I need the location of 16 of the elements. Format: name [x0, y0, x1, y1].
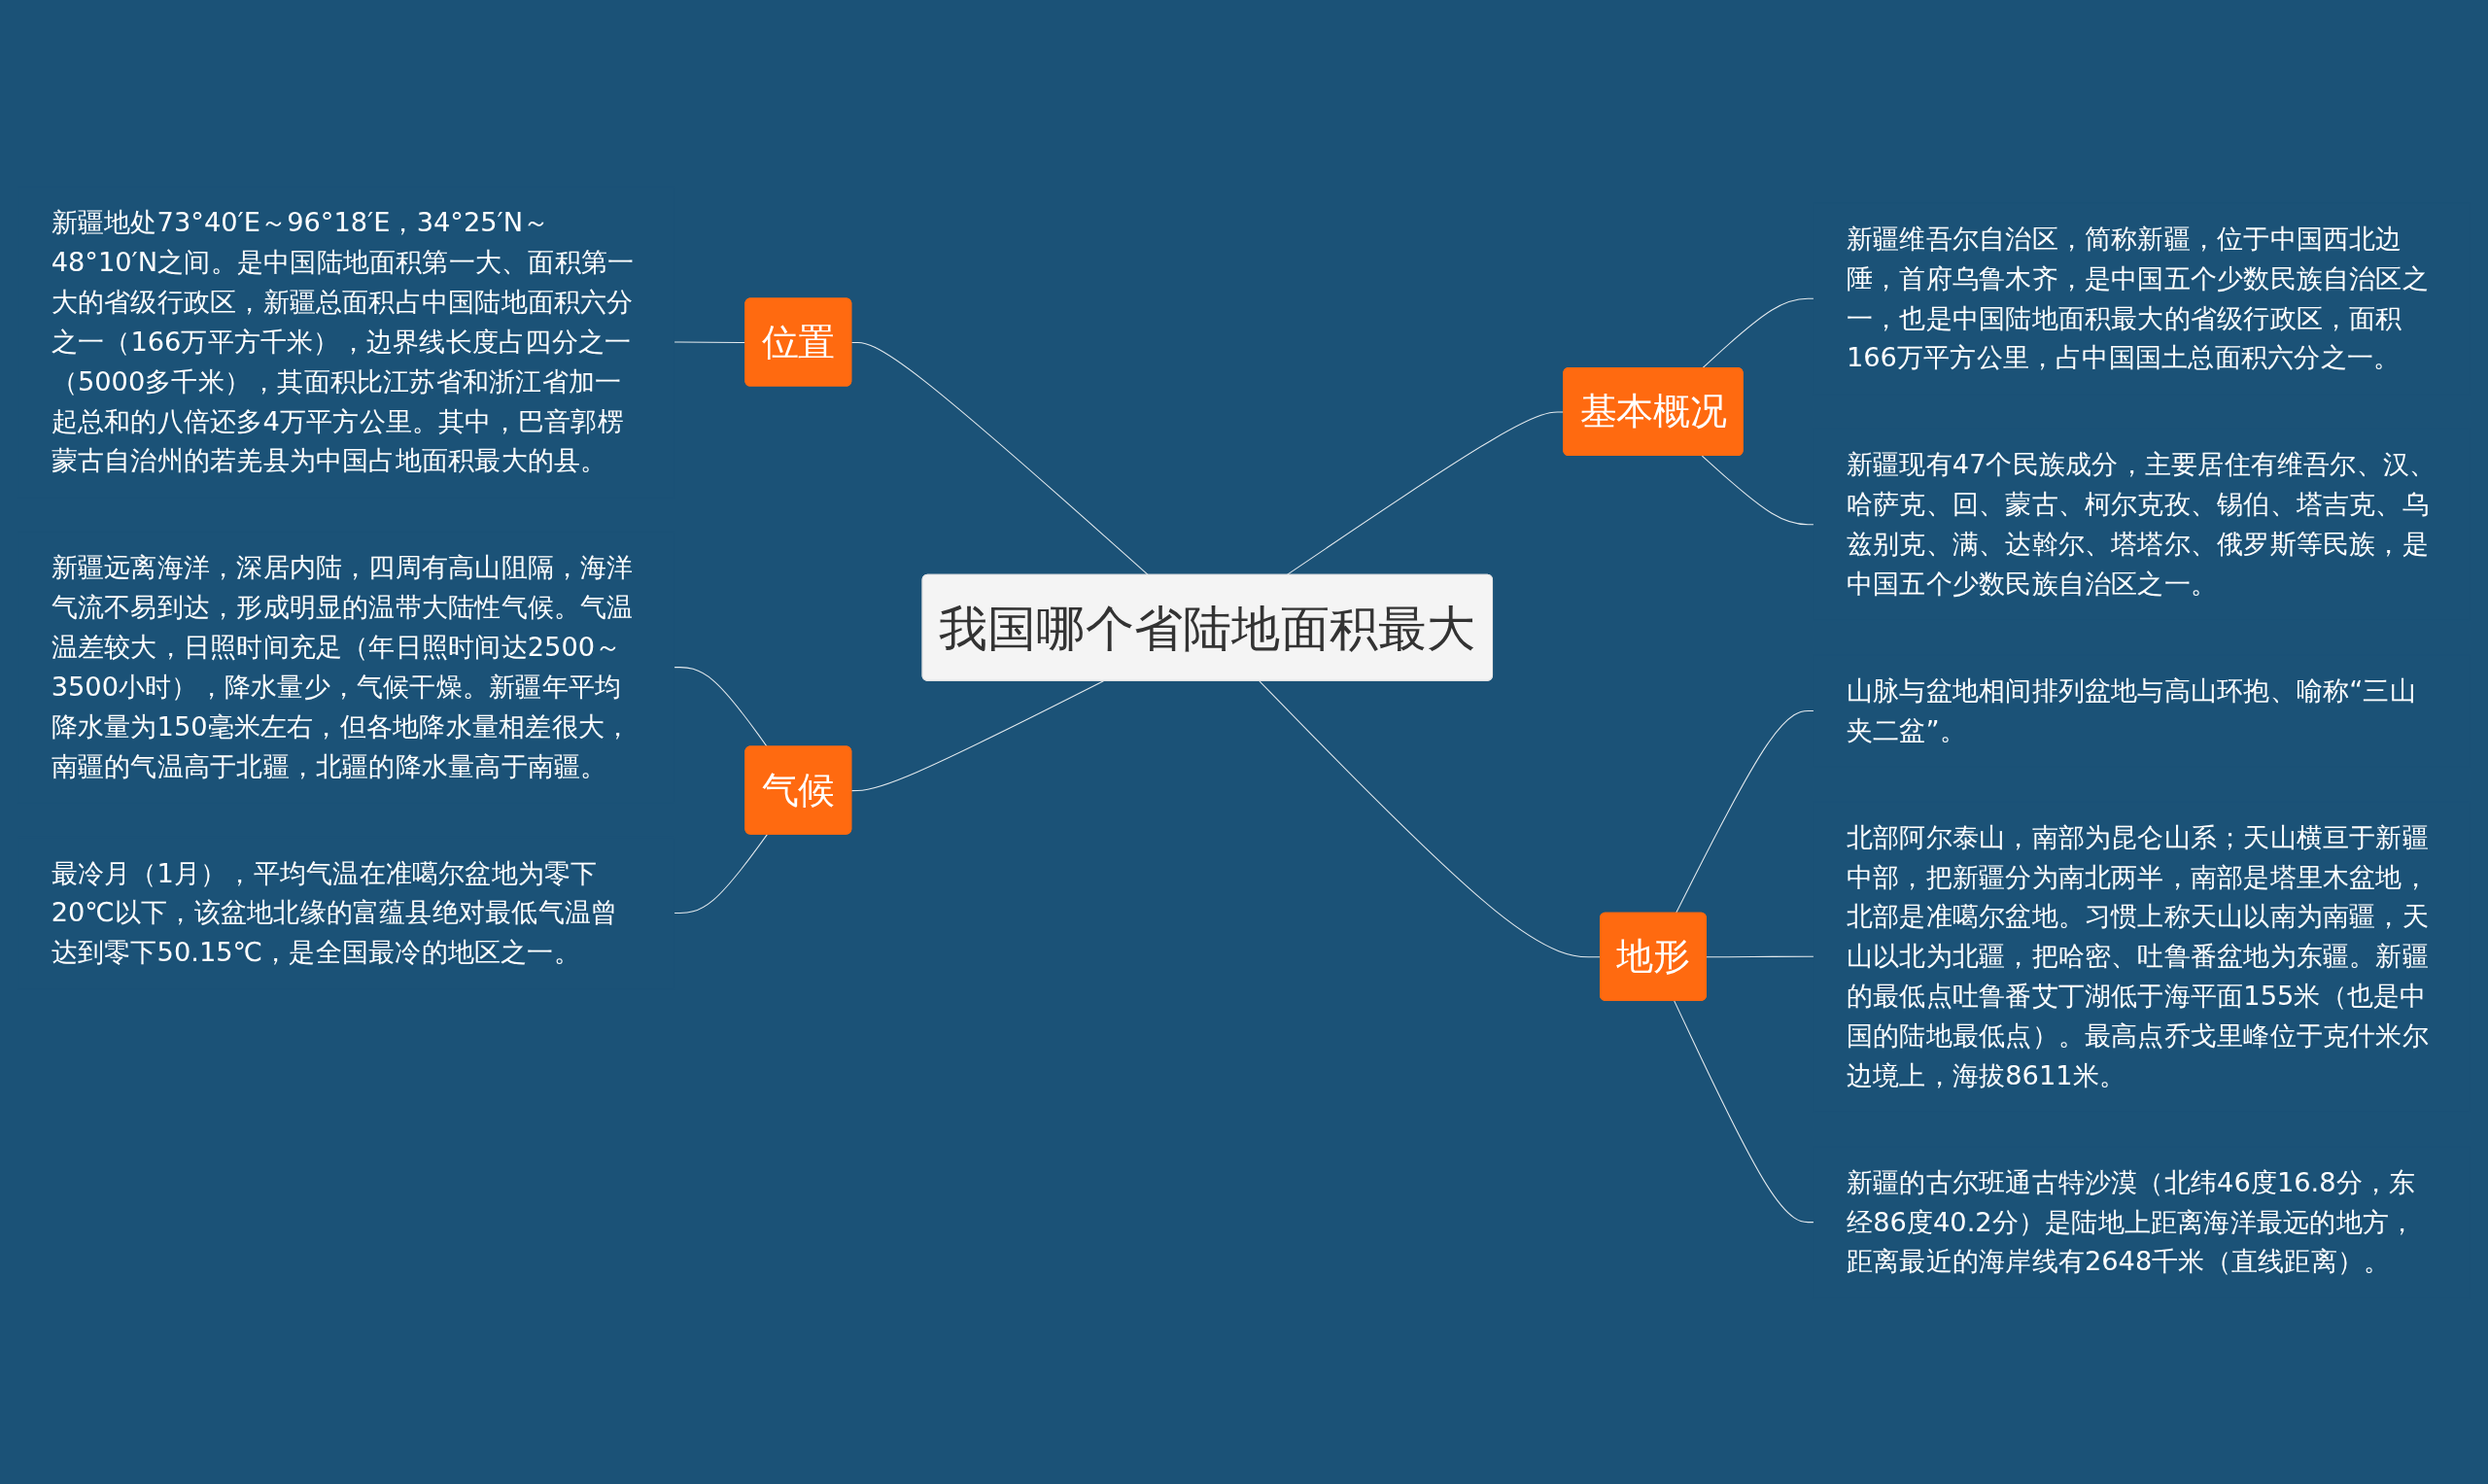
connector [1674, 999, 1814, 1223]
connector [1701, 297, 1814, 369]
node-text: 新疆远离海洋，深居内陆，四周有高山阻隔，海洋气流不易到达，形成明显的温带大陆性气候。气温温差较大，日照时间充足（年日照时间达2500～3500小时），降水量少，气候干燥。新疆年平均降水量为150毫米左右，但各地降水量相差很大，南疆的气温高于北疆，北疆的降水量高于南疆。 [51, 551, 634, 781]
node-text: 新疆现有47个民族成分，主要居住有维吾尔、汉、哈萨克、回、蒙古、柯尔克孜、锡伯、塔吉克、乌兹别克、满、达斡尔、塔塔尔、俄罗斯等民族，是中国五个少数民族自治区之一。 [1846, 448, 2436, 599]
connector [674, 666, 768, 747]
connector [1675, 709, 1814, 914]
connector [674, 833, 768, 914]
node-text: 山脉与盆地相间排列盆地与高山环抱、喻称“三山夹二盆”。 [1846, 674, 2416, 745]
connector [1706, 955, 1814, 957]
node-text: 新疆维吾尔自治区，简称新疆，位于中国西北边陲，首府乌鲁木齐，是中国五个少数民族自治区之一，也是中国陆地面积最大的省级行政区，面积166万平方公里，占中国国土总面积六分之一。 [1846, 223, 2429, 373]
connector [1701, 455, 1814, 525]
node-text: 新疆地处73°40′E～96°18′E，34°25′N～48°10′N之间。是中国陆地面积第一大、面积第一大的省级行政区，新疆总面积占中国陆地面积六分之一（166万平方千米），边界线长度占四分之一（5000多千米），其面积比江苏省和浙江省加一起总和的八倍还多4万平方公里。其中，巴音郭楞蒙古自治州的若羌县为中国占地面积最大的县。 [51, 206, 635, 476]
node-text: 北部阿尔泰山，南部为昆仑山系；天山横亘于新疆中部，把新疆分为南北两半，南部是塔里木盆地，北部是准噶尔盆地。习惯上称天山以南为南疆，天山以北为北疆，把哈密、吐鲁番盆地为东疆。新疆的最低点吐鲁番艾丁湖低于海平面155米（也是中国的陆地最低点）。最高点乔戈里峰位于克什米尔边境上，海拔8611米。 [1846, 821, 2429, 1090]
node-text: 最冷月（1月），平均气温在准噶尔盆地为零下20℃以下，该盆地北缘的富蕴县绝对最低气温曾达到零下50.15℃，是全国最冷的地区之一。 [51, 856, 618, 968]
connector [850, 679, 1104, 791]
node-text: 新疆的古尔班通古特沙漠（北纬46度16.8分，东经86度40.2分）是陆地上距离海洋最远的地方，距离最近的海岸线有2648千米（直线距离）。 [1846, 1166, 2416, 1277]
